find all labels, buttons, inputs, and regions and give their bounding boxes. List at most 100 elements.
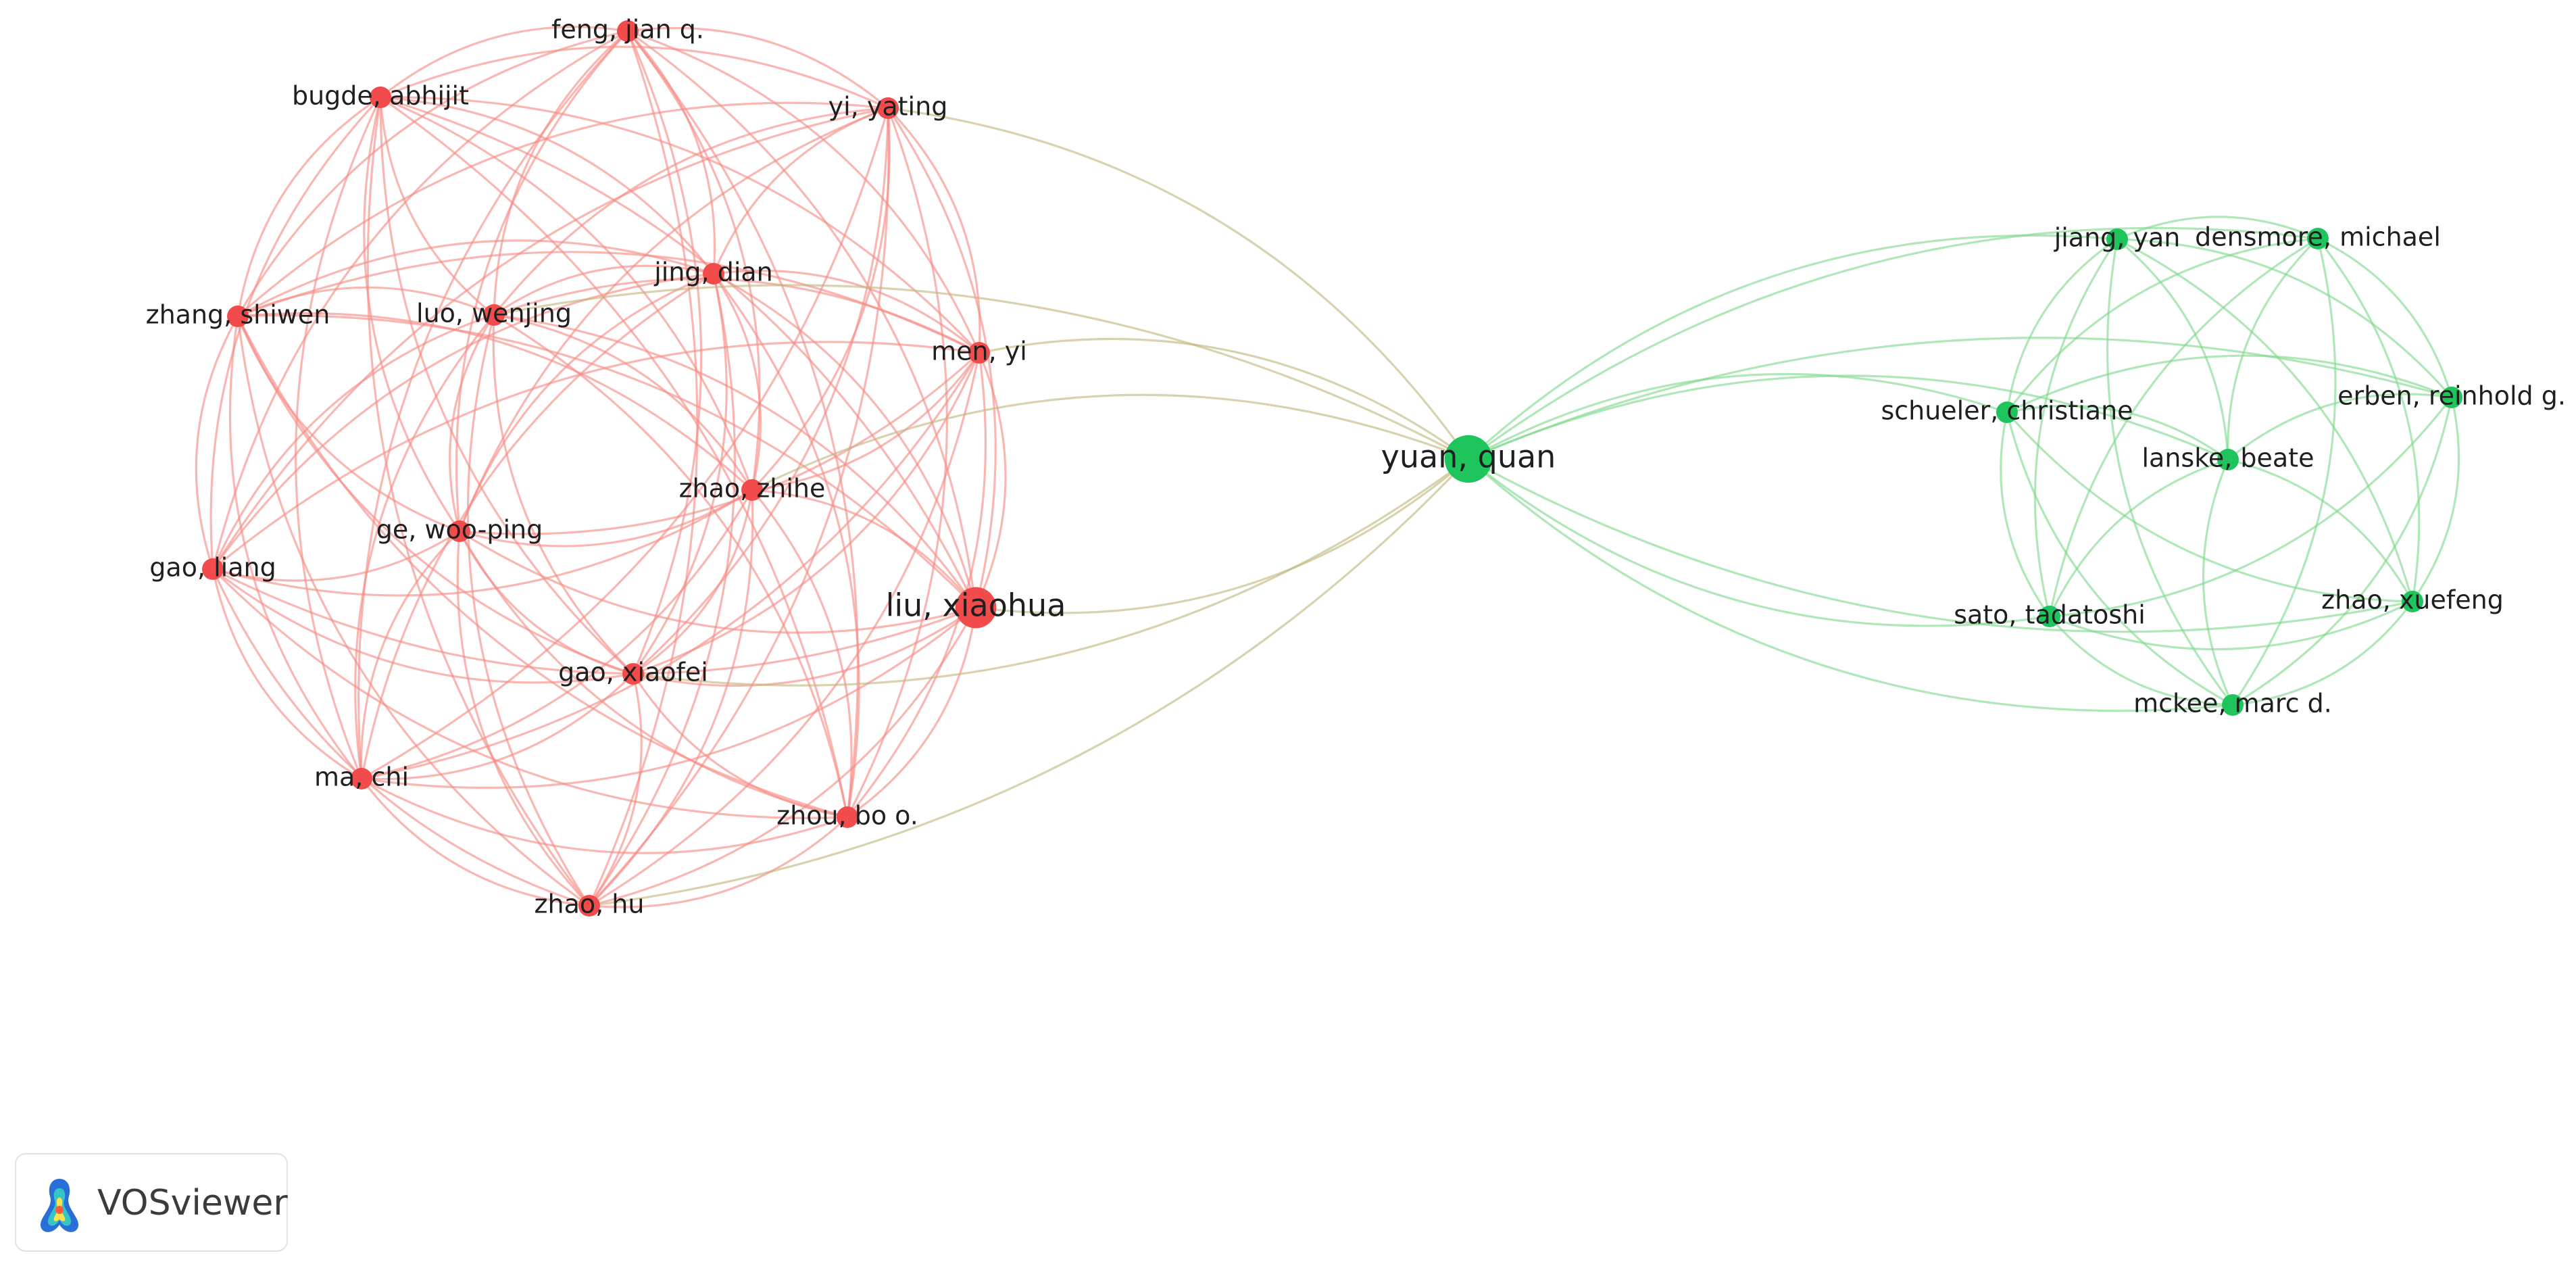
edge-jiang-zhaox	[2116, 238, 2414, 602]
node-label-schueler[interactable]: schueler, christiane	[1881, 396, 2133, 426]
edge-luo-zhou	[493, 314, 849, 818]
node-label-jiang[interactable]: jiang, yan	[2054, 223, 2181, 253]
edge-ge-gaol	[212, 530, 460, 582]
edge-gaol-ma	[212, 568, 362, 780]
edge-gaol-zhou	[212, 568, 848, 819]
edge-ma-zhou	[361, 777, 848, 854]
edge-densmore-erben	[2317, 237, 2453, 398]
node-jiang[interactable]	[2106, 228, 2128, 250]
edge-bugde-gaox	[379, 97, 635, 675]
vosviewer-logo-icon	[40, 1179, 79, 1232]
node-label-zhaox[interactable]: zhao, xuefeng	[2321, 585, 2504, 615]
node-jing[interactable]	[703, 263, 724, 285]
edge-yuan-liu	[975, 458, 1470, 614]
edge-bugde-zhaohu	[366, 97, 591, 906]
edge-jing-zhou	[712, 273, 860, 818]
node-layer	[202, 20, 2462, 917]
node-label-zhangs[interactable]: zhang, shiwen	[146, 300, 330, 330]
node-gaox[interactable]	[622, 663, 644, 685]
edge-zhaozhihe-liu	[751, 489, 977, 608]
node-label-sato[interactable]: sato, tadatoshi	[1954, 600, 2146, 630]
edge-yuan-yi	[887, 107, 1470, 460]
edge-jing-ge	[458, 272, 714, 532]
edge-erben-zhaox	[2411, 397, 2460, 602]
edge-zhou-zhaohu	[589, 816, 849, 908]
edge-schueler-zhaox	[2006, 411, 2413, 603]
edge-gaol-gaox	[212, 568, 634, 684]
edge-zhaozhihe-gaox	[633, 489, 753, 675]
edge-ge-liu	[459, 530, 976, 634]
node-luo[interactable]	[483, 304, 505, 326]
node-label-yi[interactable]: yi, yating	[828, 92, 948, 122]
edge-jing-gaol	[212, 272, 714, 570]
edge-yuan-zhaozhihe	[751, 393, 1469, 491]
node-label-liu[interactable]: liu, xiaohua	[886, 587, 1066, 624]
node-label-zhaozhihe[interactable]: zhao, zhihe	[679, 474, 826, 504]
node-densmore[interactable]	[2307, 228, 2329, 249]
node-label-yuan[interactable]: yuan, quan	[1381, 439, 1556, 475]
edge-liu-gaox	[633, 606, 976, 687]
node-men[interactable]	[968, 342, 990, 364]
node-label-erben[interactable]: erben, reinhold g.	[2337, 381, 2566, 411]
node-ma[interactable]	[351, 768, 372, 789]
node-zhaox[interactable]	[2402, 591, 2423, 612]
edge-zhangs-zhaohu	[237, 316, 590, 907]
node-label-bugde[interactable]: bugde, abhijit	[292, 81, 469, 111]
node-liu[interactable]	[955, 587, 997, 629]
edge-men-zhaohu	[589, 352, 981, 907]
node-label-ge[interactable]: ge, woo-ping	[376, 515, 543, 545]
node-mckee[interactable]	[2222, 694, 2244, 716]
edge-feng-zhaozhihe	[626, 30, 761, 491]
node-label-zhaohu[interactable]: zhao, hu	[535, 889, 645, 919]
node-label-mckee[interactable]: mckee, marc d.	[2133, 689, 2332, 718]
edge-gaox-zhou	[632, 673, 848, 819]
edge-schueler-erben	[2006, 354, 2452, 414]
vosviewer-wordmark: VOSviewer	[97, 1183, 288, 1223]
node-label-gaol[interactable]: gao, liang	[149, 553, 276, 583]
node-label-jing[interactable]: jing, dian	[653, 258, 773, 287]
node-zhaozhihe[interactable]	[741, 479, 763, 501]
edge-zhaozhihe-zhaohu	[588, 489, 754, 907]
node-label-gaox[interactable]: gao, xiaofei	[558, 658, 708, 687]
edge-zhangs-liu	[237, 314, 977, 609]
node-label-feng[interactable]: feng, jian q.	[551, 15, 704, 45]
node-erben[interactable]	[2441, 387, 2462, 408]
edge-yi-zhou	[846, 107, 948, 818]
node-zhaohu[interactable]	[578, 895, 600, 917]
edge-gaox-zhaohu	[588, 673, 643, 906]
node-schueler[interactable]	[1996, 401, 2018, 423]
node-label-zhou[interactable]: zhou, bo o.	[776, 801, 918, 831]
node-label-luo[interactable]: luo, wenjing	[416, 299, 572, 328]
node-sato[interactable]	[2039, 606, 2060, 627]
edge-feng-ge	[455, 30, 629, 532]
node-label-lanske[interactable]: lanske, beate	[2142, 443, 2314, 473]
edge-yi-zhaohu	[588, 107, 890, 907]
node-feng[interactable]	[617, 20, 639, 42]
node-gaol[interactable]	[202, 558, 224, 580]
node-label-ma[interactable]: ma, chi	[314, 762, 409, 792]
edge-feng-liu	[627, 30, 977, 608]
edge-bugde-yi	[380, 45, 889, 109]
node-yi[interactable]	[877, 97, 899, 119]
edge-luo-ma	[354, 314, 495, 779]
edge-yuan-densmore	[1468, 226, 2319, 460]
node-label-densmore[interactable]: densmore, michael	[2195, 222, 2441, 252]
node-yuan[interactable]	[1444, 435, 1493, 483]
edge-yuan-erben	[1468, 337, 2452, 460]
label-layer: feng, jian q. bugde, abhijit yi, yating jin…	[146, 15, 2566, 919]
edge-lanske-zhaox	[2227, 458, 2414, 602]
edge-densmore-schueler	[2006, 237, 2319, 413]
edge-jiang-schueler	[2006, 238, 2118, 413]
edge-densmore-zhaox	[2317, 238, 2421, 602]
edge-feng-gaol	[212, 30, 628, 570]
edge-luo-gaox	[492, 314, 635, 675]
node-bugde[interactable]	[370, 87, 391, 108]
node-label-men[interactable]: men, yi	[931, 337, 1027, 366]
node-zhangs[interactable]	[227, 306, 249, 327]
edge-feng-yi	[627, 26, 889, 109]
node-zhou[interactable]	[837, 806, 858, 828]
node-ge[interactable]	[449, 520, 470, 542]
edge-men-liu	[974, 352, 1007, 608]
node-lanske[interactable]	[2217, 449, 2239, 470]
